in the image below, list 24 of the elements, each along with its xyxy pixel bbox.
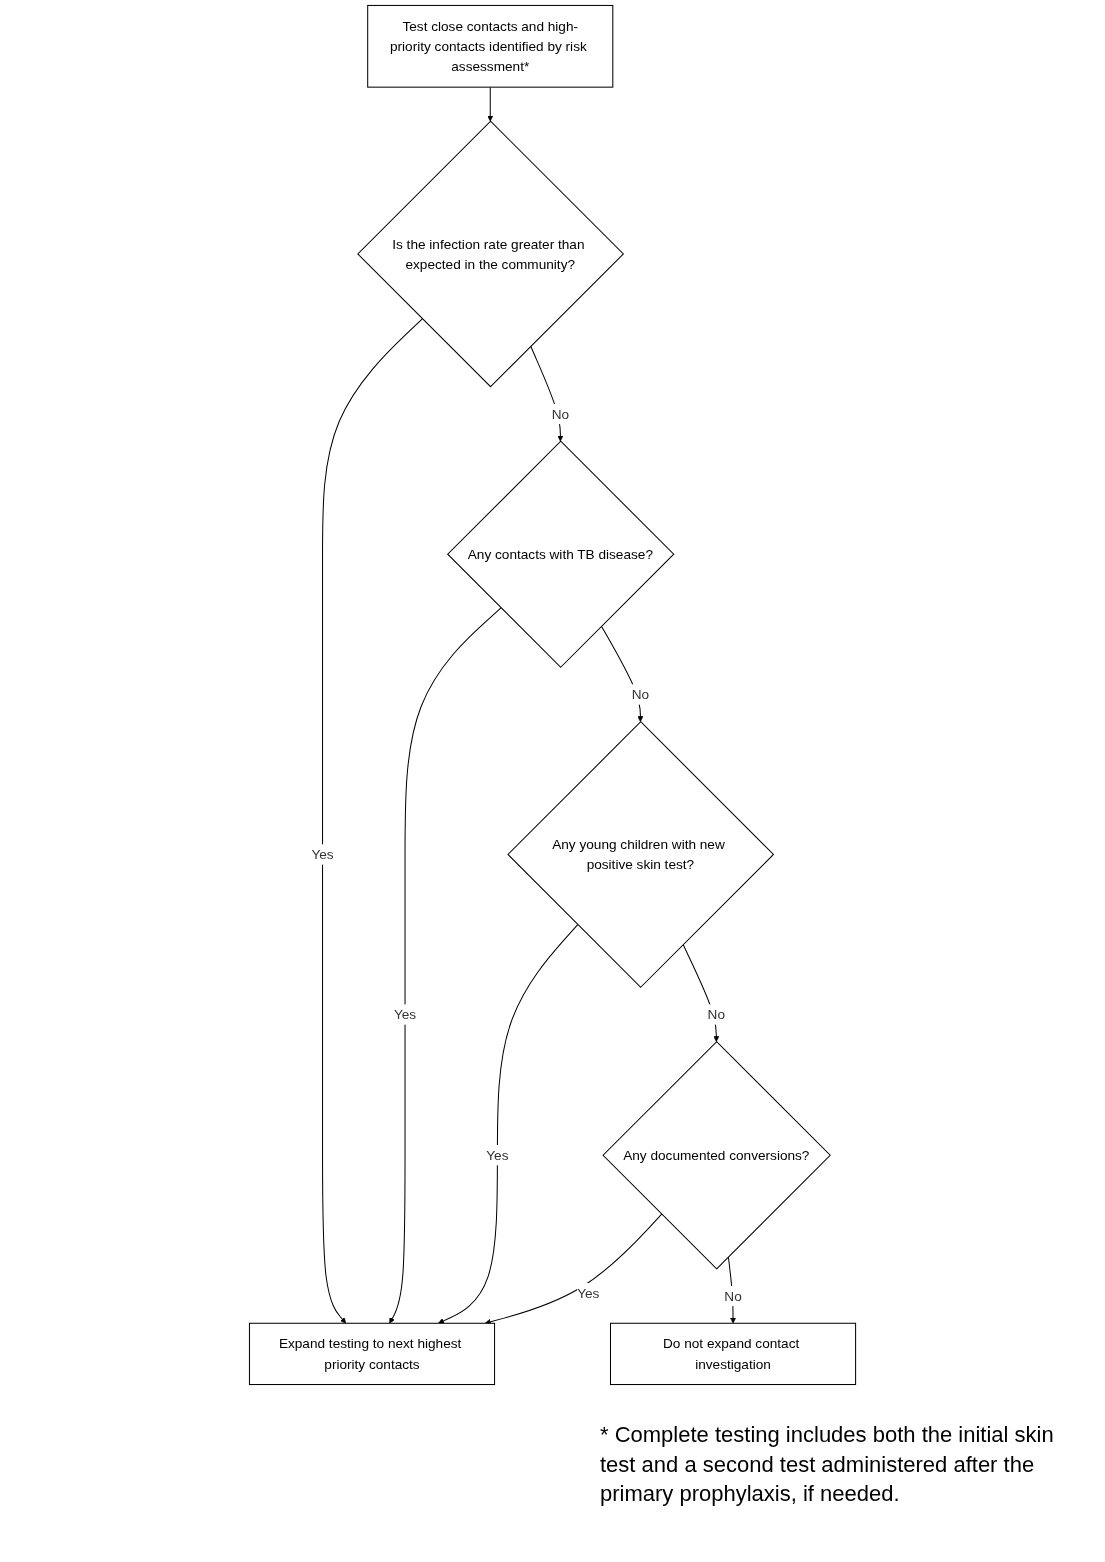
node-diamond: Any documented conversions?	[602, 1041, 831, 1270]
arrow	[322, 318, 423, 1324]
edge-label: No	[724, 1288, 742, 1304]
node-diamond: Is the infection rate greater than expected in the community?	[357, 120, 625, 388]
arrow	[682, 944, 720, 1042]
edge-label: No	[707, 1007, 725, 1022]
edge-label: Yes	[311, 847, 334, 862]
edge-label: Yes	[486, 1147, 509, 1163]
node-box: Do not expand contact investigation	[609, 1322, 857, 1386]
arrow	[484, 1213, 663, 1325]
arrow	[389, 607, 502, 1324]
arrow	[600, 625, 644, 722]
edge-label: Yes	[393, 1007, 417, 1022]
node-box: Expand testing to next highest priority contacts	[248, 1322, 496, 1386]
edge-label: No	[551, 406, 570, 422]
arrow	[530, 345, 564, 442]
arrow	[487, 86, 494, 122]
node-box: Test close contacts and high-priority contacts identified by risk assessment*	[367, 4, 614, 88]
edge-label: Yes	[577, 1285, 600, 1301]
arrow	[438, 924, 579, 1324]
node-diamond: Any young children with new positive skin test?	[507, 721, 775, 988]
node-diamond: Any contacts with TB disease?	[446, 440, 675, 668]
footnote: * Complete testing includes both the initial skin test and a second test administered after the primary prophylaxis, if needed.	[600, 1421, 1055, 1509]
edge-label: No	[631, 686, 650, 702]
